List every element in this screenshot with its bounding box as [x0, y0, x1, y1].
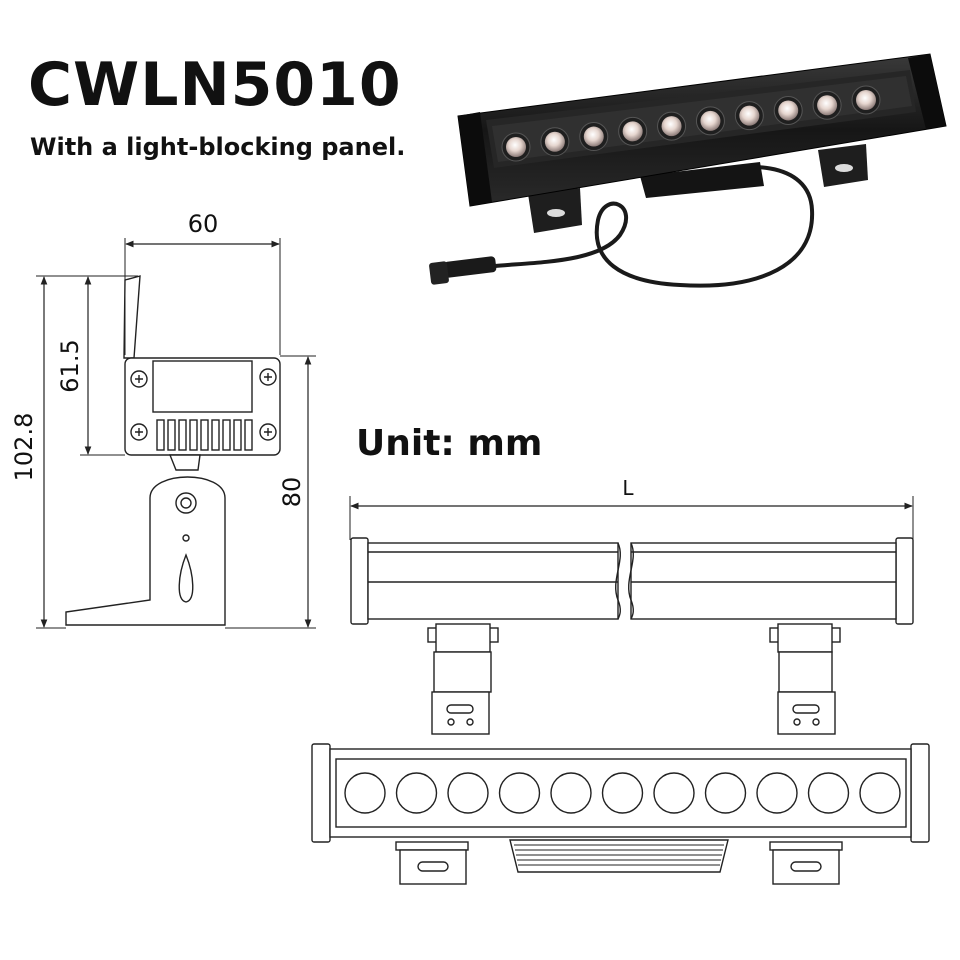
- led-lens: [583, 126, 604, 147]
- led-lens: [817, 95, 838, 116]
- front-lens: [653, 772, 695, 814]
- side-view: [36, 238, 316, 629]
- led-lens: [661, 116, 682, 137]
- led-lens: [739, 105, 760, 126]
- light-blocking-panel: [123, 275, 141, 359]
- bracket-right: [818, 144, 868, 187]
- screw-icon: [130, 368, 277, 441]
- driver-box: [509, 839, 729, 873]
- top-bracket-right: [769, 623, 841, 735]
- front-view: [311, 743, 930, 885]
- led-lens: [700, 110, 721, 131]
- led-lens: [778, 100, 799, 121]
- front-lens: [601, 772, 644, 814]
- lens-row: [344, 772, 901, 814]
- top-view: [349, 496, 914, 735]
- bracket-left: [528, 188, 582, 233]
- front-lens: [447, 772, 489, 814]
- dim-body-height-label: 80: [278, 477, 306, 508]
- dim-panel-height-label: 61.5: [56, 339, 84, 392]
- side-bracket: [65, 476, 226, 626]
- model-title: CWLN5010: [28, 50, 402, 120]
- led-lens: [622, 121, 643, 142]
- dim-total-height-label: 102.8: [10, 413, 38, 482]
- led-lens: [506, 137, 526, 157]
- led-array: [501, 85, 881, 162]
- cable-connector: [429, 256, 497, 285]
- front-lens: [498, 772, 541, 814]
- front-lens: [704, 772, 747, 814]
- dim-width-label: 60: [188, 210, 219, 238]
- front-lens: [395, 772, 438, 814]
- front-lens: [550, 772, 592, 814]
- led-lens: [544, 131, 565, 152]
- model-subtitle: With a light-blocking panel.: [30, 133, 406, 161]
- led-lens: [856, 90, 876, 110]
- top-bracket-left: [427, 623, 499, 735]
- front-lens: [756, 772, 798, 814]
- heat-sink-fins: [156, 419, 253, 451]
- front-lens: [344, 772, 386, 814]
- front-lens: [859, 772, 901, 814]
- front-bracket-left: [395, 841, 469, 885]
- dim-length-label: L: [622, 476, 634, 500]
- front-lens: [807, 772, 850, 814]
- front-bracket-right: [769, 841, 843, 885]
- unit-label: Unit: mm: [356, 423, 543, 464]
- product-photo: [429, 53, 947, 288]
